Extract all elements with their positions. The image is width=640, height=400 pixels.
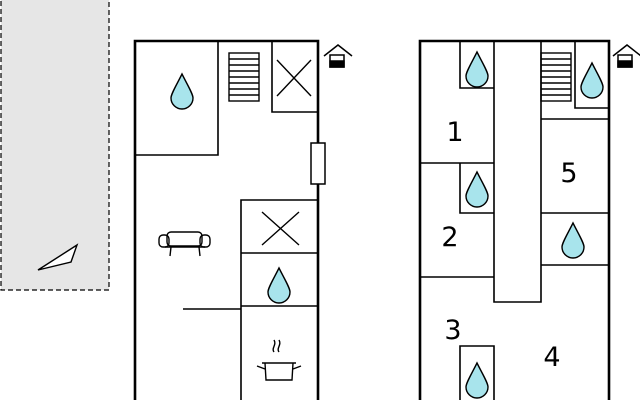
water-drop-icon	[465, 50, 489, 88]
cross-box-icon	[261, 211, 300, 246]
room-number-3: 3	[444, 315, 461, 346]
room-number-2: 2	[441, 222, 458, 253]
stairs-icon	[540, 52, 572, 102]
house-entrance-icon	[612, 44, 640, 68]
room-number-4: 4	[543, 342, 560, 373]
house-entrance-icon	[323, 44, 353, 68]
water-drop-icon	[561, 221, 585, 259]
terrace-area	[0, 0, 110, 291]
water-drop-icon	[580, 61, 604, 99]
water-drop-icon	[465, 170, 489, 208]
sofa-icon	[158, 231, 211, 257]
right-floor-plan: 1 2 3 4 5	[418, 39, 640, 400]
water-drop-icon	[465, 361, 489, 399]
room-number-5: 5	[560, 158, 577, 189]
water-drop-icon	[267, 266, 291, 304]
room-number-1: 1	[446, 117, 463, 148]
compass-arrow-icon	[37, 243, 79, 271]
cross-box-icon	[276, 59, 312, 97]
water-drop-icon	[170, 72, 194, 110]
left-floor-plan	[133, 39, 353, 400]
window-icon	[310, 142, 326, 185]
stairs-icon	[228, 52, 260, 102]
cooking-pot-icon	[256, 339, 302, 381]
